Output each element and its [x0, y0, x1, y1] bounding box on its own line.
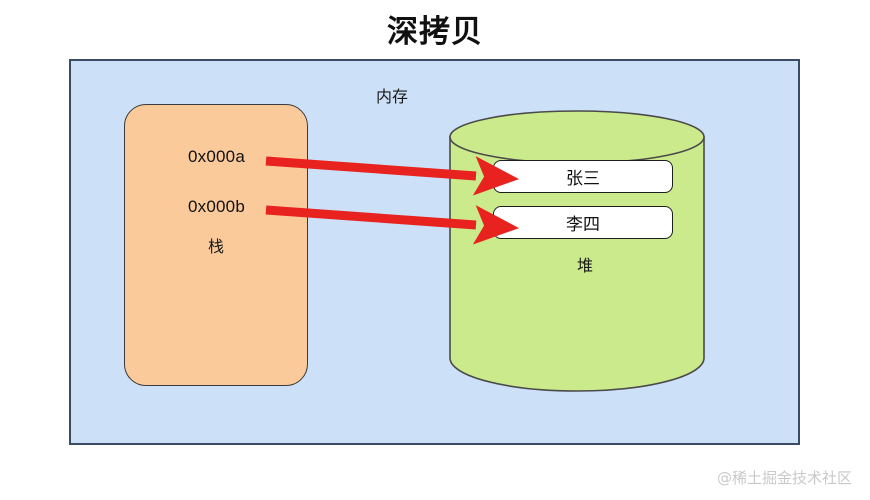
heap-value-text-0: 张三: [566, 169, 600, 188]
heap-value-text-1: 李四: [566, 215, 600, 234]
memory-label: 内存: [375, 89, 408, 106]
heap-cylinder-body: [449, 136, 705, 392]
heap-value-box-0: 张三: [493, 160, 673, 193]
heap-cylinder-top: [449, 110, 705, 164]
stack-address-0: 0x000a: [188, 147, 245, 166]
watermark: @稀土掘金技术社区: [716, 469, 852, 487]
heap-value-box-1: 李四: [493, 206, 673, 239]
stack-address-1: 0x000b: [188, 197, 245, 216]
stack-region: [124, 104, 308, 386]
stack-label: 栈: [207, 239, 224, 256]
heap-cylinder: [449, 110, 705, 392]
heap-label: 堆: [576, 258, 593, 275]
page-title: 深拷贝: [387, 14, 483, 49]
